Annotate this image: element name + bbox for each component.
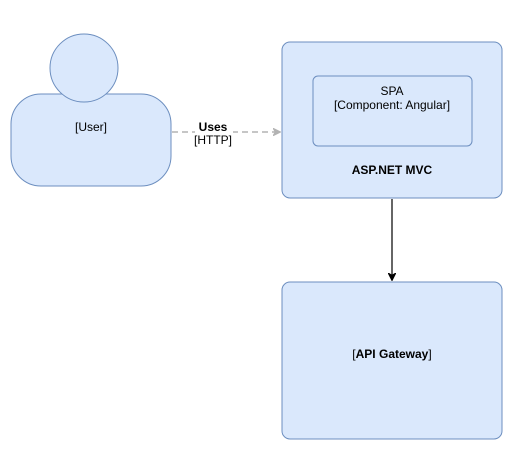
edge-uses[interactable]: Uses [HTTP] <box>172 120 280 148</box>
api-gateway-label-close-bracket: ] <box>428 347 431 361</box>
spa-component-title: SPA <box>380 84 403 98</box>
api-gateway-label-open-bracket: [ <box>352 347 356 361</box>
api-gateway-container[interactable]: [API Gateway] <box>281 281 503 440</box>
spa-component[interactable]: SPA [Component: Angular] <box>312 75 473 147</box>
user-actor-head <box>49 33 119 103</box>
user-actor-body <box>10 93 172 187</box>
spa-component-box <box>312 75 473 147</box>
edge-uses-label-protocol: [HTTP] <box>194 133 232 147</box>
edge-uses-label-bg <box>195 120 233 148</box>
aspnet-mvc-label: ASP.NET MVC <box>352 163 433 177</box>
api-gateway-box <box>281 281 503 440</box>
api-gateway-label: [API Gateway] <box>352 347 431 361</box>
user-actor[interactable]: [User] <box>10 33 172 187</box>
user-actor-label: [User] <box>75 120 107 134</box>
spa-component-technology: [Component: Angular] <box>334 98 450 112</box>
edge-uses-label-protocol-title: Uses <box>199 120 228 134</box>
api-gateway-label-name: API Gateway <box>356 347 429 361</box>
